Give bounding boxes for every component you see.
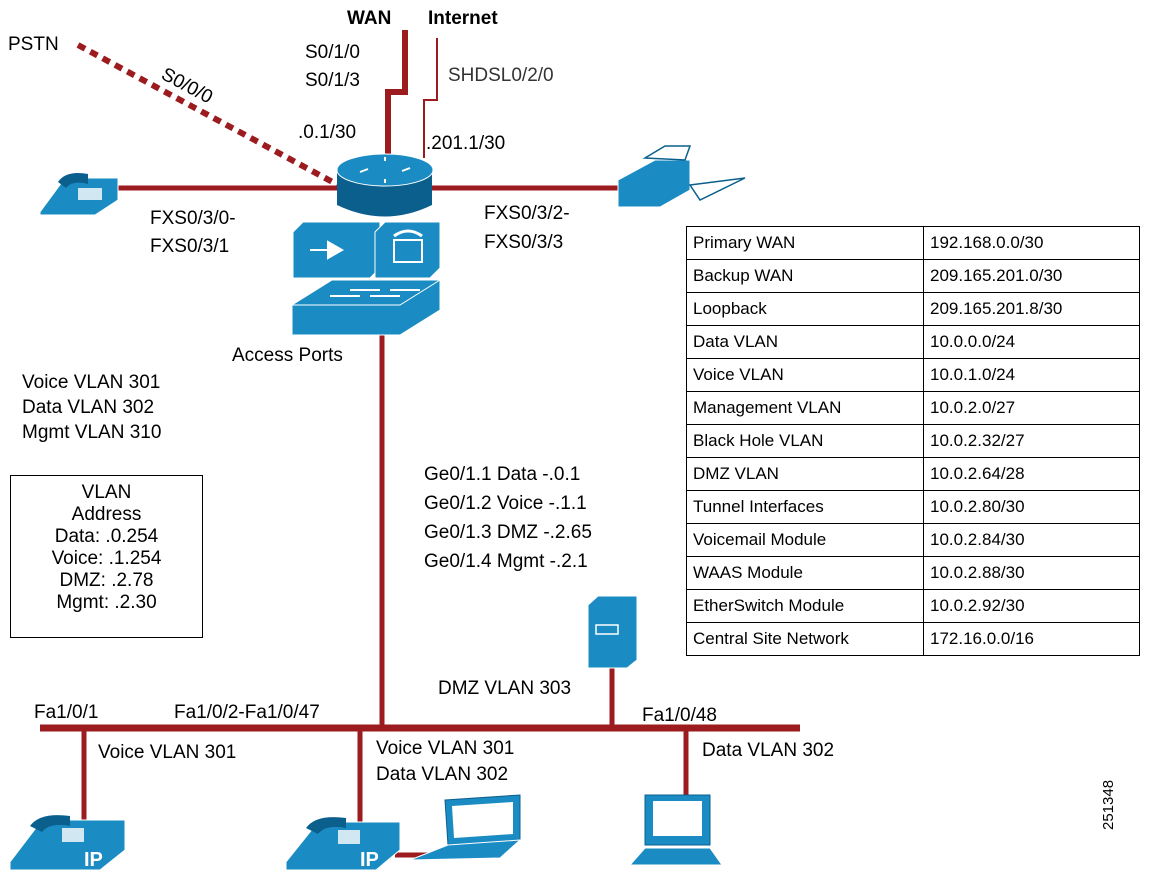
trunk-vlan-1: Voice VLAN 301 (22, 372, 160, 394)
table-cell-name: Black Hole VLAN (687, 425, 924, 458)
table-cell-subnet: 10.0.2.92/30 (924, 590, 1140, 623)
analog-phone-icon (40, 173, 118, 215)
laptop-icon (410, 795, 520, 860)
vlan-box-line-2: Voice: .1.254 (11, 548, 202, 570)
table-cell-subnet: 10.0.1.0/24 (924, 359, 1140, 392)
table-cell-subnet: 10.0.2.32/27 (924, 425, 1140, 458)
subif-1: Ge0/1.1 Data -.0.1 (424, 464, 580, 486)
subif-3: Ge0/1.3 DMZ -.2.65 (424, 522, 592, 544)
table-cell-name: Management VLAN (687, 392, 924, 425)
pstn-label: PSTN (8, 34, 59, 56)
table-cell-name: Voicemail Module (687, 524, 924, 557)
wan-port-1: S0/1/0 (305, 42, 360, 64)
table-cell-name: Data VLAN (687, 326, 924, 359)
vlan-box-line-3: DMZ: .2.78 (11, 570, 202, 592)
table-cell-subnet: 10.0.2.84/30 (924, 524, 1140, 557)
vlan-box-line-4: Mgmt: .2.30 (11, 592, 202, 614)
trunk-vlan-2: Data VLAN 302 (22, 397, 154, 419)
internet-ip-label: .201.1/30 (426, 133, 505, 155)
dmz-vlan-label: DMZ VLAN 303 (438, 678, 571, 700)
pstn-port-label: S0/0/0 (158, 64, 216, 108)
vlan-box-line-1: Data: .0.254 (11, 526, 202, 548)
table-cell-name: Primary WAN (687, 227, 924, 260)
router-icon (292, 154, 440, 335)
ip-phone-icon-1 (10, 815, 125, 870)
phone1-vlan-label: Voice VLAN 301 (98, 742, 236, 764)
table-cell-subnet: 10.0.2.0/27 (924, 392, 1140, 425)
port-fa1-0-48-label: Fa1/0/48 (642, 705, 717, 727)
wan-label: WAN (347, 8, 391, 30)
table-cell-name: DMZ VLAN (687, 458, 924, 491)
subif-2: Ge0/1.2 Voice -.1.1 (424, 493, 587, 515)
table-cell-subnet: 10.0.2.64/28 (924, 458, 1140, 491)
table-cell-name: Backup WAN (687, 260, 924, 293)
table-cell-subnet: 172.16.0.0/16 (924, 623, 1140, 656)
port-range-label: Fa1/0/2-Fa1/0/47 (174, 702, 320, 724)
subif-4: Ge0/1.4 Mgmt -.2.1 (424, 551, 588, 573)
table-cell-subnet: 10.0.2.80/30 (924, 491, 1140, 524)
ip-phone-icon-2 (286, 817, 400, 870)
table-cell-name: Voice VLAN (687, 359, 924, 392)
fxs-left-line2: FXS0/3/1 (150, 236, 229, 258)
vlan-box-title: VLAN (11, 482, 202, 504)
table-cell-subnet: 10.0.0.0/24 (924, 326, 1140, 359)
vlan-address-box: VLAN Address Data: .0.254 Voice: .1.254 … (10, 475, 203, 638)
table-cell-name: WAAS Module (687, 557, 924, 590)
vlan-box-subtitle: Address (11, 504, 202, 526)
table-cell-subnet: 10.0.2.88/30 (924, 557, 1140, 590)
fxs-left-line1: FXS0/3/0- (150, 208, 236, 230)
fxs-right-line1: FXS0/3/2- (484, 203, 570, 225)
pc-icon (630, 795, 722, 865)
wan-serial-link (388, 30, 405, 158)
table-cell-subnet: 209.165.201.8/30 (924, 293, 1140, 326)
ip-badge-2: IP (360, 849, 379, 871)
pstn-link (78, 45, 340, 186)
trunk-vlan-3: Mgmt VLAN 310 (22, 422, 161, 444)
shdsl-port-label: SHDSL0/2/0 (448, 65, 554, 87)
phone2-vlan-label-1: Voice VLAN 301 (376, 738, 514, 760)
table-cell-name: Loopback (687, 293, 924, 326)
phone2-vlan-label-2: Data VLAN 302 (376, 764, 508, 786)
access-ports-label: Access Ports (232, 345, 343, 367)
table-cell-subnet: 192.168.0.0/30 (924, 227, 1140, 260)
table-cell-subnet: 209.165.201.0/30 (924, 260, 1140, 293)
pc-vlan-label: Data VLAN 302 (702, 740, 834, 762)
table-cell-name: EtherSwitch Module (687, 590, 924, 623)
table-cell-name: Central Site Network (687, 623, 924, 656)
fax-icon (618, 146, 745, 207)
internet-label: Internet (428, 8, 498, 30)
wan-port-2: S0/1/3 (305, 70, 360, 92)
server-icon (588, 596, 637, 668)
table-cell-name: Tunnel Interfaces (687, 491, 924, 524)
fxs-right-line2: FXS0/3/3 (484, 232, 563, 254)
figure-id: 251348 (1100, 780, 1117, 830)
ip-badge-1: IP (84, 849, 103, 871)
port-fa1-0-1-label: Fa1/0/1 (34, 702, 98, 724)
wan-ip-label: .0.1/30 (298, 122, 356, 144)
